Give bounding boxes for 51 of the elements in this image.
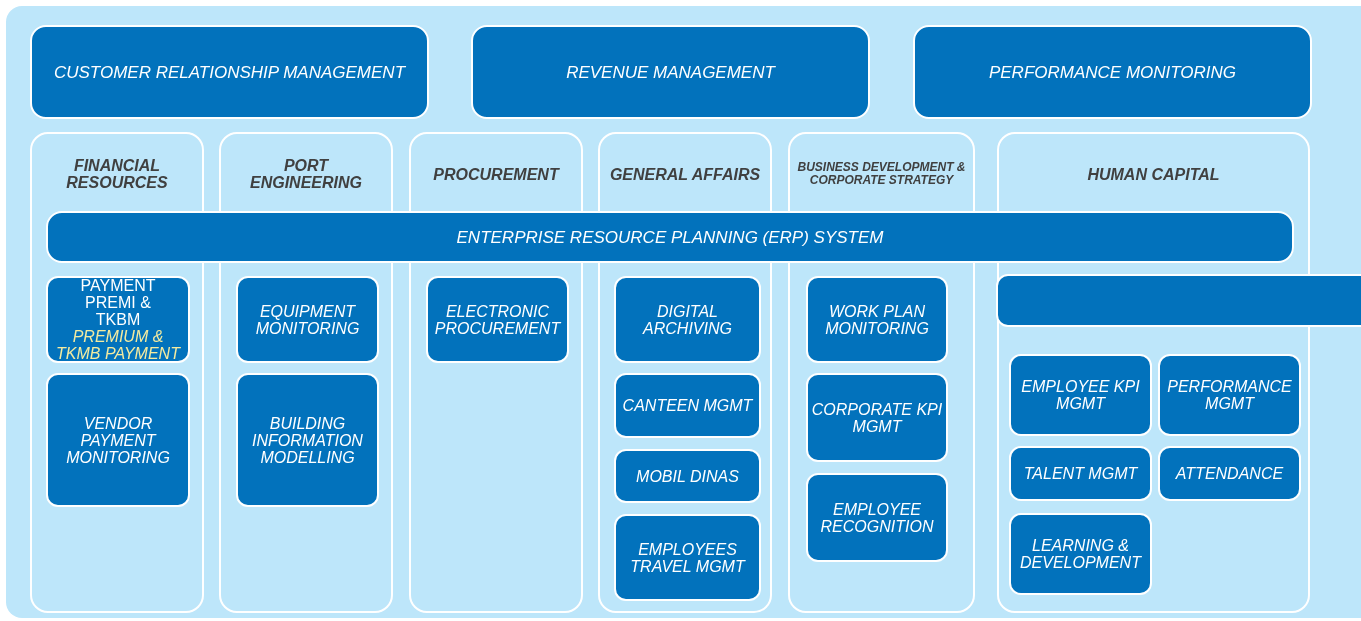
module-label: PERFORMANCE MGMT [1166, 378, 1293, 412]
department-column [30, 132, 204, 613]
module-label: CANTEEN MGMT [622, 397, 753, 414]
module-label: WORK PLAN MONITORING [824, 302, 930, 337]
system-bar [30, 25, 429, 119]
module-box [1009, 354, 1152, 436]
module-box [1009, 513, 1152, 595]
module-box [614, 373, 761, 438]
module-label: ATTENDANCE [1175, 465, 1284, 482]
module-label: EMPLOYEES TRAVEL MGMT [629, 540, 747, 575]
module-label: DIGITAL ARCHIVING [641, 302, 733, 337]
module-label: EQUIPMENT MONITORING [254, 302, 361, 337]
module-label: VENDOR PAYMENT MONITORING [65, 414, 171, 466]
module-box [236, 373, 379, 507]
module-label: PAYMENT PREMI & TKBM [79, 277, 157, 328]
module-label: CORPORATE KPI MGMT [810, 400, 944, 435]
module-box [614, 449, 761, 503]
module-label: PERFORMANCE MONITORING [988, 63, 1237, 81]
translation-label: PREMIUM & TKMB PAYMENT [55, 328, 182, 362]
system-bar [46, 211, 1294, 263]
module-box [426, 276, 569, 363]
module-label: ELECTRONIC PROCUREMENT [433, 302, 562, 337]
module-label: REVENUE MANAGEMENT [566, 63, 775, 81]
module-label: EMPLOYEE KPI MGMT [1020, 378, 1141, 412]
module-label: TALENT MGMT [1023, 465, 1138, 482]
module-box [806, 373, 948, 462]
column-heading: PROCUREMENT [433, 165, 559, 183]
module-box [1158, 354, 1301, 436]
module-box [236, 276, 379, 363]
column-heading: PORT ENGINEERING [249, 157, 363, 191]
module-box [1158, 446, 1301, 501]
column-heading: HUMAN CAPITAL [1087, 165, 1220, 183]
module-box [614, 276, 761, 363]
module-label: MOBIL DINAS [636, 467, 739, 485]
module-box [46, 276, 190, 363]
system-bar [913, 25, 1312, 119]
module-label: BUILDING INFORMATION MODELLING [251, 414, 364, 466]
module-label: ENTERPRISE RESOURCE PLANNING (ERP) SYSTEM [456, 228, 884, 246]
column-heading: GENERAL AFFAIRS [609, 165, 761, 183]
module-box [806, 473, 948, 562]
empty-bar [996, 274, 1361, 327]
module-label: LEARNING & DEVELOPMENT [1019, 537, 1143, 571]
module-box [46, 373, 190, 507]
module-box [806, 276, 948, 363]
module-box [614, 514, 761, 601]
system-bar [471, 25, 870, 119]
module-label: EMPLOYEE RECOGNITION [819, 500, 935, 535]
column-heading: BUSINESS DEVELOPMENT & CORPORATE STRATEGY [796, 161, 967, 187]
module-box [1009, 446, 1152, 501]
column-heading: FINANCIAL RESOURCES [65, 157, 169, 191]
module-label: CUSTOMER RELATIONSHIP MANAGEMENT [53, 63, 406, 81]
